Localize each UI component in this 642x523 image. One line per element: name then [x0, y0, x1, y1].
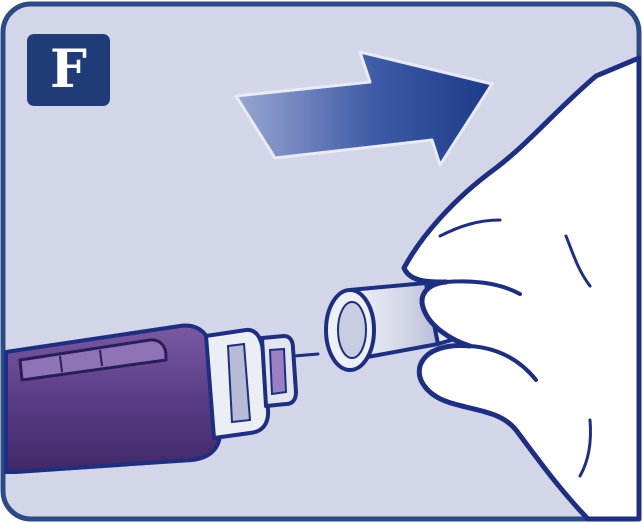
step-letter-badge: F	[27, 34, 110, 106]
